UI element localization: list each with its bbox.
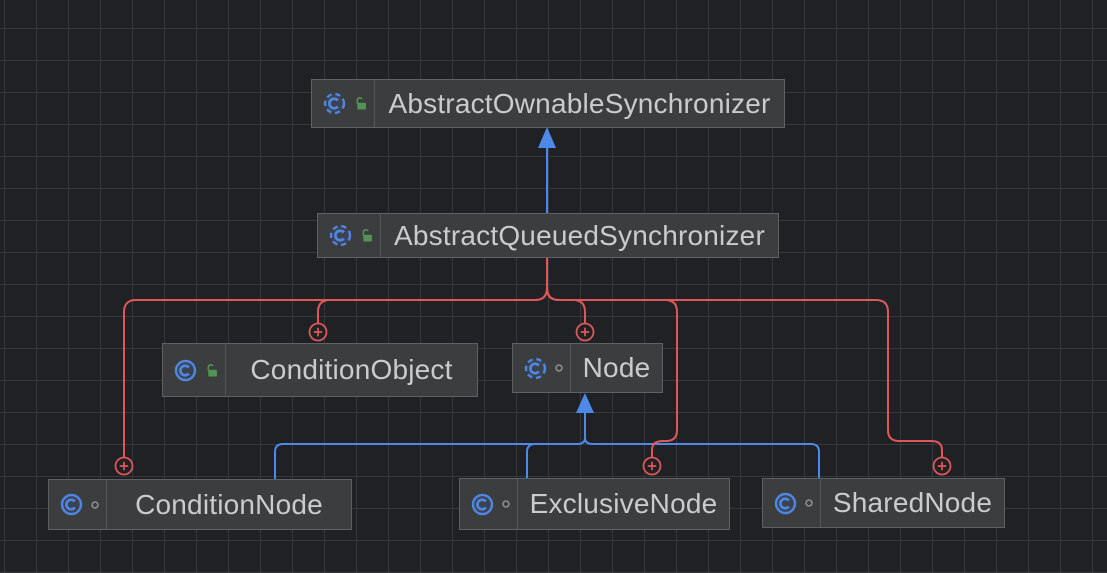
class-name-label: ConditionObject [250,354,453,385]
class-icon [471,493,494,515]
class-node-icon-cell [312,80,375,127]
edge-inheritance-subnodes-node[interactable] [274,393,820,479]
class-node-shared-node[interactable]: SharedNode [762,478,1005,528]
circled-plus-icon [575,322,595,342]
class-node-node[interactable]: Node [512,343,663,393]
abstract-class-icon [329,224,352,247]
class-node-abstract-ownable-synchronizer[interactable]: AbstractOwnableSynchronizer [311,79,785,128]
circled-plus-icon [308,322,328,342]
class-node-icon-cell [460,479,518,529]
package-local-visibility-icon [502,500,510,508]
class-node-icon-cell [513,344,571,392]
edge-innerclass-aqs-conditionobject[interactable] [317,258,548,323]
class-name-label: AbstractQueuedSynchronizer [394,219,765,251]
abstract-class-icon [323,92,346,115]
edge-innerclass-aqs-node[interactable] [546,258,586,323]
circled-plus-icon [114,456,134,476]
circled-plus-icon [642,456,662,476]
class-node-condition-node[interactable]: ConditionNode [48,479,352,530]
circled-plus-icon [932,456,952,476]
class-icon [174,359,197,381]
class-node-exclusive-node[interactable]: ExclusiveNode [459,478,730,530]
edge-innerclass-aqs-conditionnode[interactable] [123,258,548,457]
class-icon [774,492,797,514]
class-node-icon-cell [763,479,821,527]
package-local-visibility-icon [555,364,563,372]
class-icon [60,493,83,516]
class-node-condition-object[interactable]: ConditionObject [162,343,478,397]
class-name-label: SharedNode [832,487,993,518]
public-visibility-icon [356,97,366,110]
class-node-icon-cell [163,344,226,396]
class-name-label: Node [582,352,651,383]
package-local-visibility-icon [91,500,99,509]
class-node-icon-cell [49,480,107,529]
abstract-class-icon [524,357,547,379]
class-name-label: ConditionNode [135,488,323,520]
class-name-label: AbstractOwnableSynchronizer [388,87,771,119]
public-visibility-icon [207,363,217,376]
edge-innerclass-aqs-sharednode[interactable] [546,258,943,457]
class-node-abstract-queued-synchronizer[interactable]: AbstractQueuedSynchronizer [317,213,779,258]
class-node-icon-cell [318,214,381,257]
package-local-visibility-icon [805,499,813,507]
edge-inheritance-aqs-aos[interactable] [538,127,556,213]
public-visibility-icon [362,229,372,242]
class-name-label: ExclusiveNode [529,488,718,519]
